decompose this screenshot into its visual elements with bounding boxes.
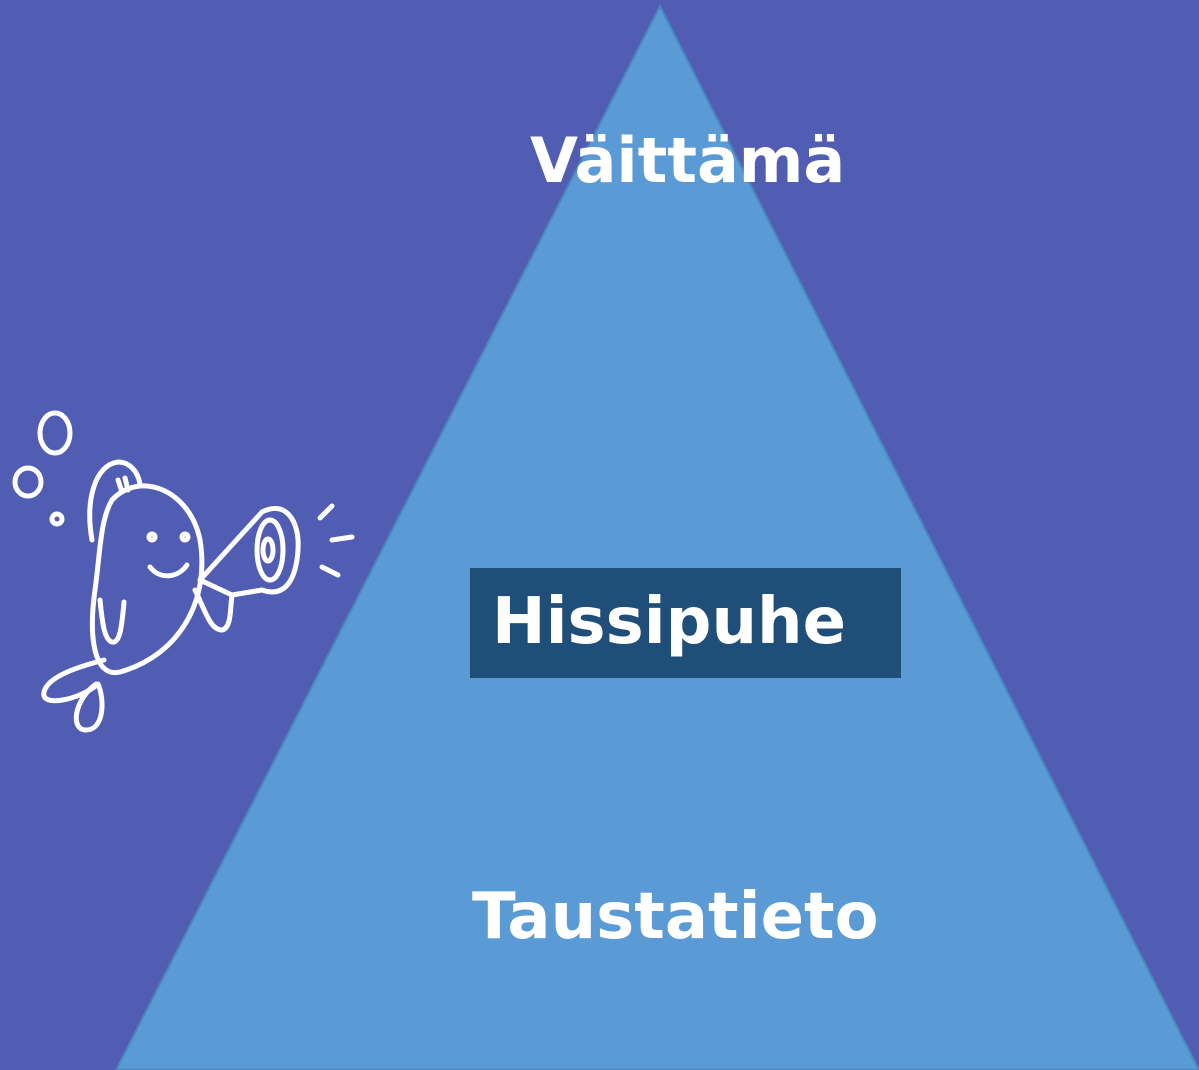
fish-eye bbox=[146, 531, 158, 543]
fish-tail bbox=[41, 657, 107, 733]
bubble-icon bbox=[12, 465, 44, 499]
pyramid-middle-label: Hissipuhe bbox=[492, 585, 846, 659]
fish-eye bbox=[179, 531, 191, 543]
pyramid-shape bbox=[114, 3, 1199, 1070]
fish-body bbox=[89, 483, 205, 676]
bubble-icon bbox=[49, 511, 65, 527]
fish-with-megaphone-icon bbox=[12, 410, 355, 733]
fish-smile bbox=[147, 562, 190, 579]
fish-fin bbox=[87, 459, 143, 543]
pyramid-top-label: Väittämä bbox=[530, 124, 846, 197]
pyramid-middle-highlight: Hissipuhe bbox=[470, 568, 901, 678]
megaphone-icon bbox=[197, 505, 301, 598]
bubble-icon bbox=[37, 410, 73, 456]
pyramid-bottom-label: Taustatieto bbox=[472, 880, 879, 954]
